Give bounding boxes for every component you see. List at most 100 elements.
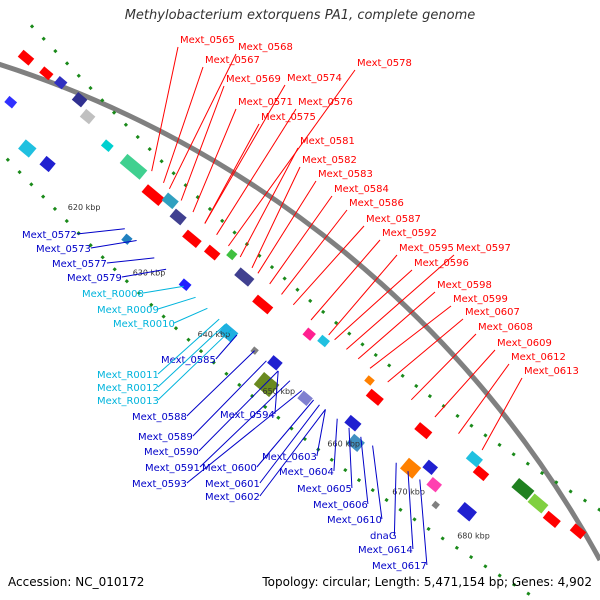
gene-label: Mext_0591 [145,463,200,474]
genome-backbone [0,61,600,562]
gene-block [253,372,280,398]
gene-label: Mext_0608 [478,322,533,333]
leader-line [387,318,464,383]
leader-line [333,418,338,472]
gene-label: Mext_R0011 [97,370,159,381]
gene-label: Mext_R0009 [97,305,159,316]
accession-text: Accession: NC_010172 [8,575,145,589]
leader-line [316,409,326,457]
leader-line [186,390,303,484]
leader-line [168,53,237,190]
gene-block [252,294,274,315]
gene-label: Mext_0592 [382,228,437,239]
gene-label: Mext_0583 [318,169,373,180]
leader-line [180,85,225,201]
gene-label: Mext_R0013 [97,396,159,407]
leader-line [310,239,381,321]
leader-line [360,436,369,505]
gene-label: Mext_0569 [226,74,281,85]
leader-line [481,377,523,451]
gene-block [317,334,331,348]
leader-line [346,254,455,350]
gene-label: Mext_0576 [298,97,353,108]
gene-label: Mext_0584 [334,184,389,195]
kbp-tick-label: 620 kbp [68,203,101,212]
gene-block [141,184,165,207]
leader-line [259,409,326,497]
gene-block [169,208,187,226]
leader-line [227,69,356,247]
gene-block [426,477,443,493]
gene-label: Mext_0596 [414,258,469,269]
leader-line [393,462,397,536]
gene-label: Mext_0593 [132,479,187,490]
gene-block [203,244,221,261]
gene-block [472,465,490,482]
gene-label: Mext_0587 [366,214,421,225]
gene-block [527,493,549,514]
leader-line [216,108,297,236]
gene-block [457,501,477,522]
gene-label: Mext_0612 [511,352,566,363]
gene-block [431,500,440,510]
gene-block [182,229,202,249]
leader-line [199,380,291,468]
gene-block [234,267,255,287]
kbp-tick-label: 680 kbp [457,532,490,541]
gene-label: Mext_0613 [524,366,579,377]
leader-line [257,180,317,274]
leader-line [106,257,155,264]
leader-line [192,360,267,437]
leader-line [269,195,333,285]
gene-label: Mext_0614 [358,545,413,556]
gene-block [18,139,37,158]
leader-line [256,399,314,468]
leader-line [458,363,510,434]
gene-label: Mext_0581 [300,136,355,147]
gene-label: Mext_0609 [497,338,552,349]
gene-label: Mext_0572 [22,230,77,241]
leader-line [410,333,477,401]
gene-label: Mext_0585 [161,355,216,366]
leader-line [328,254,398,336]
leader-line [186,350,255,417]
gene-label: dnaG [370,531,397,542]
gene-label: Mext_0605 [297,484,352,495]
leader-line [173,307,208,324]
kbp-tick-label: 670 kbp [392,487,425,496]
leader-line [76,228,125,235]
gene-block [365,388,384,406]
leader-line [157,296,196,310]
gene-label: Mext_0601 [205,479,260,490]
gene-label: Mext_0578 [357,58,412,69]
leader-line [357,291,436,360]
leader-line [348,427,353,489]
gene-label: Mext_0586 [349,198,404,209]
leader-line [239,147,299,258]
gene-label: Mext_0575 [261,112,316,123]
leader-line [215,334,238,360]
gene-label: Mext_R0008 [82,289,144,300]
leader-line [163,66,204,184]
gene-block [79,108,96,125]
leader-line [274,370,279,415]
gene-block [39,155,56,173]
gene-label: Mext_0589 [138,432,193,443]
gene-label: Mext_0600 [202,463,257,474]
gene-label: Mext_0602 [205,492,260,503]
gene-label: Mext_0604 [279,467,334,478]
gene-label: Mext_0617 [372,561,427,572]
leader-line [204,123,260,224]
leader-line [334,269,413,341]
gene-block [302,327,316,341]
kbp-tick-label: 660 kbp [327,439,360,448]
gc-dots-inner [0,149,542,600]
gene-block [71,92,88,108]
gene-label: Mext_0599 [453,294,508,305]
gene-block [4,95,18,109]
leader-line [142,285,184,294]
gene-label: Mext_0573 [36,244,91,255]
kbp-tick-label: 630 kbp [133,268,166,277]
gene-block [364,375,375,386]
